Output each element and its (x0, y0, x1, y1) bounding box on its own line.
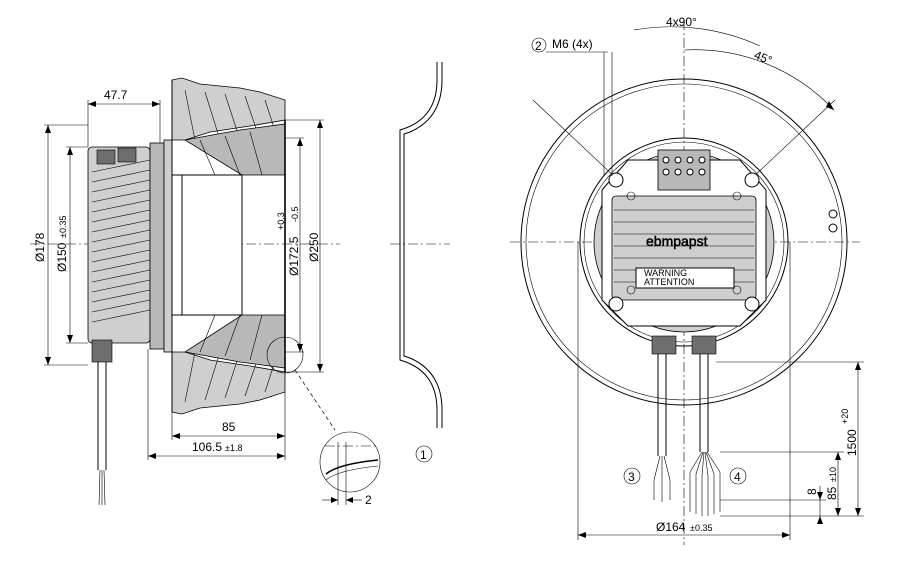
callout-1: 1 (420, 448, 427, 462)
mount-hole-br (744, 296, 760, 312)
dim-1500: 1500 +20 (716, 361, 864, 517)
dim-d172-5-tol-lower: -0.5 (290, 206, 300, 222)
dim-8: 8 (720, 486, 826, 524)
dim-d178-text: Ø178 (33, 232, 47, 262)
thread-text: M6 (4x) (552, 37, 593, 51)
dim-1500-tol: +20 (840, 409, 850, 424)
side-view: Ø178 Ø150 ±0.35 47.7 Ø172.5 +0.3 (30, 77, 381, 507)
dim-d172-5-tol-upper: +0.3 (276, 212, 286, 230)
terminal-block (657, 149, 711, 191)
mount-hole-bl (608, 296, 624, 312)
attention-text: ATTENTION (644, 277, 694, 287)
dim-d172-5: Ø172.5 +0.3 -0.5 (276, 137, 304, 353)
front-view: ebmpapst WARNING ATTENTION (510, 15, 864, 545)
dim-1500-text: 1500 (845, 429, 859, 456)
callout-3: 3 (628, 470, 635, 484)
brand-text: ebmpapst (646, 233, 708, 249)
dim-106-5-tol: ±1.8 (225, 443, 242, 453)
mount-hole-tl (608, 172, 624, 188)
impeller (171, 77, 286, 415)
dim-47-7-text: 47.7 (104, 88, 128, 102)
mount-hole-tr (744, 172, 760, 188)
dim-d164-text: Ø164 (656, 520, 686, 534)
dim-4x90-text: 4x90° (666, 15, 697, 29)
dim-d150-text: Ø150 (55, 242, 69, 272)
motor-back: ebmpapst WARNING ATTENTION (593, 149, 775, 355)
dim-d150-tol: ±0.35 (58, 216, 68, 238)
inlet-nozzle: 1 (390, 62, 450, 463)
dim-85b: 85 ±10 (720, 451, 844, 516)
dim-d178: Ø178 (33, 124, 88, 366)
warning-text: WARNING (644, 268, 687, 278)
dim-45: 45° (683, 48, 835, 111)
motor-body (87, 139, 243, 353)
dim-47-7: 47.7 (87, 88, 161, 147)
dim-85b-tol: ±10 (828, 467, 838, 482)
dim-45-text: 45° (752, 48, 774, 68)
dim-d250: Ø250 (285, 119, 324, 373)
dim-8-text: 8 (805, 488, 819, 495)
cables-front (653, 354, 721, 516)
dim-d172-5-text: Ø172.5 (287, 236, 301, 276)
dim-106-5-text: 106.5 (192, 440, 222, 454)
dim-4x90: 4x90° (633, 15, 761, 47)
dim-d164-tol: ±0.35 (690, 523, 712, 533)
detail-view: 2 (319, 431, 381, 507)
thread-callout: 2 M6 (4x) (531, 37, 613, 176)
callout-4: 4 (734, 470, 741, 484)
dim-d250-text: Ø250 (307, 232, 321, 262)
dim-85-text: 85 (222, 420, 236, 434)
dim-d164: Ø164 ±0.35 (577, 242, 791, 540)
callout-2: 2 (535, 39, 542, 53)
dim-d150: Ø150 ±0.35 (55, 146, 88, 344)
cable-side (91, 339, 113, 506)
dim-106-5: 106.5 ±1.8 (147, 349, 286, 460)
dim-85: 85 (171, 392, 286, 440)
dim-85b-text: 85 (825, 486, 839, 500)
dim-2-text: 2 (365, 493, 372, 507)
